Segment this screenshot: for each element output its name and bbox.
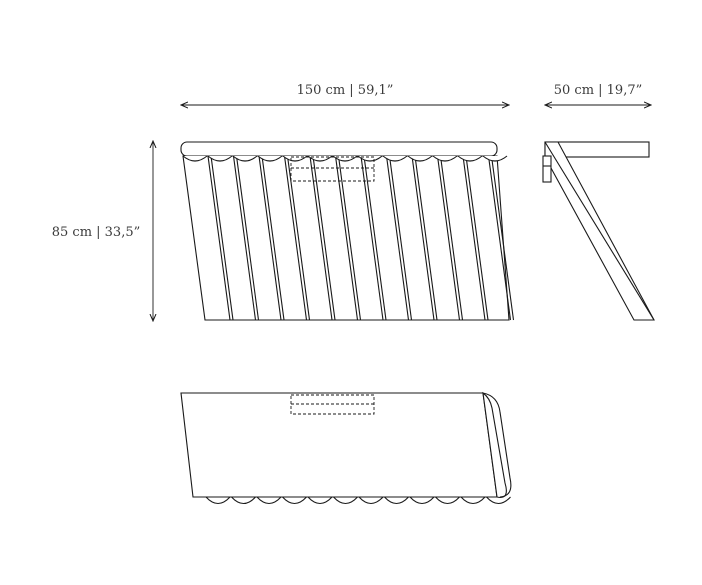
top-scallop <box>205 496 231 505</box>
front-slat-edge <box>334 155 359 321</box>
front-scallop <box>482 155 508 162</box>
front-slat-edge <box>462 155 486 321</box>
front-slat-edge <box>363 155 387 321</box>
front-slat-edge <box>388 155 413 321</box>
front-slat-edge <box>232 155 257 321</box>
front-slat-edge <box>261 155 285 321</box>
top-scallop <box>282 496 307 505</box>
front-top-board <box>180 141 498 157</box>
front-slat-edge <box>436 155 461 321</box>
front-scallop <box>407 155 433 162</box>
front-slat-edge <box>207 155 231 321</box>
top-scallop <box>460 496 486 505</box>
width-dimension: 150 cm | 59,1” <box>181 83 509 105</box>
front-drawer-outline <box>290 156 375 182</box>
front-scallop <box>432 155 458 162</box>
front-view <box>180 141 515 321</box>
front-slat-edge <box>235 155 260 321</box>
side-view <box>542 141 655 321</box>
front-scallop <box>382 155 408 162</box>
front-slat-edge <box>312 155 336 321</box>
front-scallops <box>182 155 508 162</box>
front-slat-edge <box>286 155 311 321</box>
top-scallop <box>231 496 256 505</box>
height-label: 85 cm | 33,5” <box>52 225 141 240</box>
height-dimension: 85 cm | 33,5” <box>52 141 153 321</box>
front-slat-edge <box>490 155 515 321</box>
front-scallop <box>207 155 233 162</box>
top-scallop <box>333 496 358 505</box>
front-slat-edge <box>439 155 464 321</box>
front-slat-edge <box>210 155 234 321</box>
front-slat-edge <box>411 155 435 321</box>
front-slat-edge <box>360 155 384 321</box>
top-scallop <box>384 496 409 505</box>
front-slat-edge <box>465 155 489 321</box>
top-scallops <box>205 496 511 505</box>
top-board <box>180 392 498 498</box>
top-scallop <box>409 496 435 505</box>
front-slat-edge <box>385 155 410 321</box>
depth-dimension: 50 cm | 19,7” <box>545 83 651 105</box>
top-drawer-outline <box>290 394 375 415</box>
front-slat-edge <box>258 155 282 321</box>
front-slat-edge <box>337 155 362 321</box>
front-slats <box>182 155 515 321</box>
front-scallop <box>232 155 258 162</box>
front-slat-edge <box>414 155 438 321</box>
front-scallop <box>182 155 208 162</box>
front-slat-edge <box>283 155 308 321</box>
front-slat-edge <box>309 155 333 321</box>
front-slat-edge <box>487 155 512 321</box>
front-scallop <box>257 155 283 162</box>
top-scallop <box>435 496 460 505</box>
top-scallop <box>486 496 511 505</box>
top-view <box>180 391 512 505</box>
depth-label: 50 cm | 19,7” <box>554 83 643 98</box>
top-scallop <box>307 496 333 505</box>
top-scallop <box>358 496 384 505</box>
width-label: 150 cm | 59,1” <box>297 83 394 98</box>
side-bracket <box>542 155 552 183</box>
front-scallop <box>457 155 483 162</box>
top-scallop <box>256 496 282 505</box>
